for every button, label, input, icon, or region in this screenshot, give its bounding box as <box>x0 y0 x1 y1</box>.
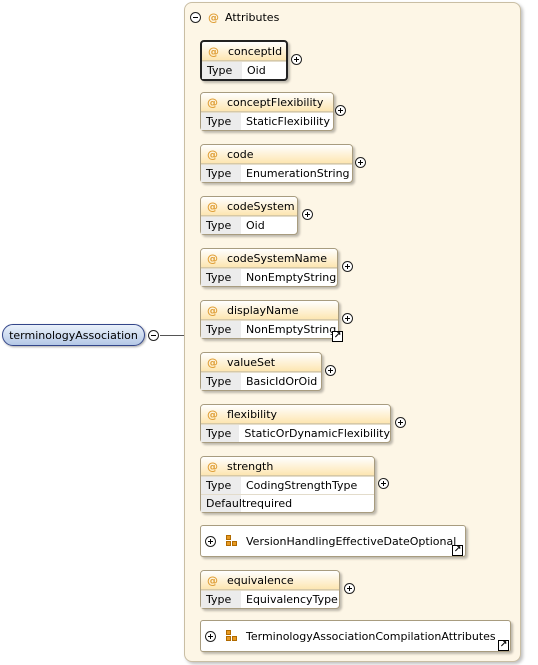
attribute-type: NonEmptyString <box>246 323 337 336</box>
attribute-symbol-icon: @ <box>207 303 218 317</box>
attribute-value-set[interactable]: @ valueSet Type BasicIdOrOid <box>200 352 322 391</box>
type-label: Type <box>201 591 241 608</box>
attribute-concept-id[interactable]: @ conceptId Type Oid <box>200 40 288 81</box>
attribute-symbol-icon: @ <box>208 10 219 24</box>
attribute-code[interactable]: @ code Type EnumerationString <box>200 144 353 183</box>
expand-toggle-icon[interactable] <box>342 261 353 272</box>
attribute-symbol-icon: @ <box>207 251 218 265</box>
attribute-group-terminology-association-compilation[interactable]: TerminologyAssociationCompilationAttribu… <box>200 620 511 652</box>
attribute-default-value: required <box>246 497 293 510</box>
attribute-type: BasicIdOrOid <box>246 375 318 388</box>
attribute-symbol-icon: @ <box>208 44 219 58</box>
expand-toggle-icon[interactable] <box>205 630 216 642</box>
default-label: Default <box>201 495 246 512</box>
attribute-symbol-icon: @ <box>207 147 218 161</box>
attribute-symbol-icon: @ <box>207 199 218 213</box>
expand-toggle-icon[interactable] <box>355 157 366 168</box>
type-label: Type <box>201 269 241 286</box>
attribute-type: StaticFlexibility <box>246 115 330 128</box>
expand-toggle-icon[interactable] <box>291 54 302 65</box>
type-label: Type <box>201 113 241 130</box>
type-label: Type <box>201 321 241 338</box>
expand-toggle-icon[interactable] <box>325 365 336 376</box>
attribute-group-name: TerminologyAssociationCompilationAttribu… <box>246 629 496 643</box>
attribute-equivalence[interactable]: @ equivalence Type EquivalencyType <box>200 570 340 609</box>
attribute-name: equivalence <box>227 573 294 587</box>
attribute-type: Oid <box>246 219 265 232</box>
root-element-label: terminologyAssociation <box>9 328 138 342</box>
reference-link-icon[interactable]: ↗ <box>452 545 463 556</box>
type-label: Type <box>201 165 241 182</box>
attribute-group-name: VersionHandlingEffectiveDateOptional <box>246 534 457 548</box>
attribute-flexibility[interactable]: @ flexibility Type StaticOrDynamicFlexibil… <box>200 404 391 443</box>
attribute-group-icon <box>226 630 238 642</box>
attribute-code-system-name[interactable]: @ codeSystemName Type NonEmptyString <box>200 248 338 287</box>
attributes-group-header: @ Attributes <box>190 9 279 25</box>
collapse-toggle-icon[interactable] <box>190 11 201 23</box>
expand-toggle-icon[interactable] <box>395 417 406 428</box>
type-label: Type <box>202 62 242 79</box>
attribute-symbol-icon: @ <box>207 573 218 587</box>
expand-toggle-icon[interactable] <box>335 105 346 116</box>
attribute-name: codeSystem <box>227 199 295 213</box>
attribute-name: strength <box>227 459 274 473</box>
attribute-name: flexibility <box>227 407 278 421</box>
attribute-display-name[interactable]: @ displayName Type NonEmptyString <box>200 300 339 339</box>
attribute-name: conceptId <box>228 44 283 58</box>
reference-link-icon[interactable]: ↗ <box>332 331 343 342</box>
expand-toggle-icon[interactable] <box>342 313 353 324</box>
attribute-name: codeSystemName <box>227 251 327 265</box>
attribute-type: CodingStrengthType <box>246 479 358 492</box>
attribute-name: conceptFlexibility <box>227 95 324 109</box>
attribute-name: valueSet <box>227 355 276 369</box>
attribute-name: code <box>227 147 254 161</box>
attribute-type: NonEmptyString <box>246 271 337 284</box>
expand-toggle-icon[interactable] <box>344 583 355 594</box>
attribute-symbol-icon: @ <box>207 407 218 421</box>
collapse-toggle-icon[interactable] <box>148 330 159 341</box>
attribute-type: EnumerationString <box>246 167 350 180</box>
type-label: Type <box>201 425 240 442</box>
attribute-type: Oid <box>247 64 266 77</box>
connector-line <box>160 335 185 336</box>
attribute-symbol-icon: @ <box>207 459 218 473</box>
expand-toggle-icon[interactable] <box>302 209 313 220</box>
attribute-concept-flexibility[interactable]: @ conceptFlexibility Type StaticFlexibilit… <box>200 92 334 131</box>
expand-toggle-icon[interactable] <box>378 478 389 489</box>
type-label: Type <box>201 373 241 390</box>
attribute-group-icon <box>226 535 238 547</box>
attribute-type: StaticOrDynamicFlexibility <box>244 427 390 440</box>
type-label: Type <box>201 477 241 494</box>
type-label: Type <box>201 217 241 234</box>
attribute-type: EquivalencyType <box>246 593 338 606</box>
attribute-name: displayName <box>227 303 299 317</box>
root-element-terminology-association[interactable]: terminologyAssociation <box>2 324 145 346</box>
attributes-group-title: Attributes <box>225 10 280 24</box>
expand-toggle-icon[interactable] <box>205 535 216 547</box>
attribute-group-version-handling[interactable]: VersionHandlingEffectiveDateOptional <box>200 525 466 557</box>
attribute-strength[interactable]: @ strength Type CodingStrengthType Default… <box>200 456 375 513</box>
reference-link-icon[interactable]: ↗ <box>498 640 509 651</box>
attribute-symbol-icon: @ <box>207 355 218 369</box>
attribute-code-system[interactable]: @ codeSystem Type Oid <box>200 196 298 235</box>
attribute-symbol-icon: @ <box>207 95 218 109</box>
